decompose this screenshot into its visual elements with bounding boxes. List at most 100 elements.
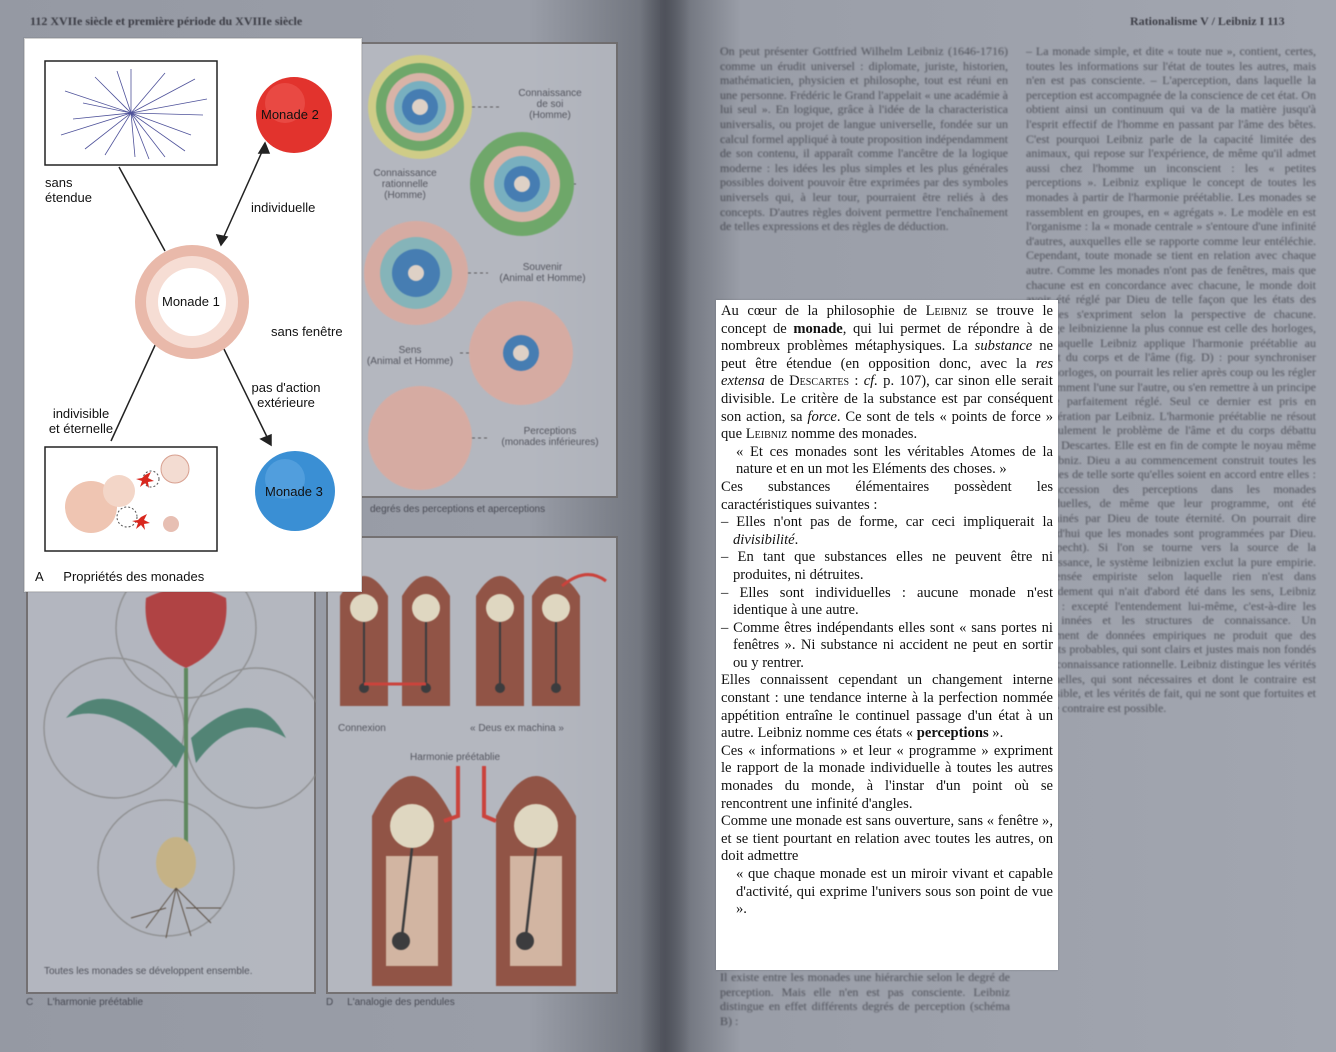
ring-label-1-line3: (Homme) — [529, 110, 571, 121]
highlighted-text-panel: Au cœur de la philosophie de Leibniz se … — [716, 300, 1058, 970]
ring-label-1-line1: Connaissance — [518, 88, 582, 99]
ring-label-2-line1: Connaissance — [373, 168, 437, 179]
clock-small-3 — [476, 576, 524, 706]
text: . — [794, 531, 799, 548]
clock-large-2 — [496, 776, 576, 986]
right-running-head: Rationalisme V / Leibniz I 113 — [1130, 14, 1285, 28]
ring-label-4: Sens (Animal et Homme) — [360, 345, 460, 367]
text: Au cœur de la philosophie de — [721, 303, 918, 319]
figure-c-caption: C L'harmonie préétablie — [26, 997, 143, 1008]
ring-label-1-line2: de soi — [536, 99, 564, 110]
ring-2 — [470, 132, 574, 236]
term-res-extensa: res extensa — [721, 355, 1053, 390]
paragraph-changement: Elles connaissent cependant un changemen… — [721, 672, 1053, 742]
ring-1 — [368, 55, 472, 159]
quote-atomes: « Et ces monades sont les véritables Ato… — [736, 443, 1053, 478]
left-running-head: 112 XVIIe siècle et première période du … — [30, 14, 303, 28]
clock-small-4 — [532, 576, 580, 706]
label-pas-action-line1: pas d'action — [251, 380, 321, 395]
text: : — [854, 373, 859, 390]
figure-c-tulip — [43, 588, 316, 939]
label-sans-fenetre: sans fenêtre — [271, 324, 343, 339]
ring-label-4-line2: (Animal et Homme) — [366, 356, 454, 367]
book-gutter — [640, 0, 690, 1052]
text: Elles connaissent cependant un changemen… — [721, 672, 1053, 742]
clock-small-2 — [402, 576, 450, 706]
list-item-individuelles: – Elles sont individuelles : aucune mona… — [721, 584, 1053, 619]
ring-label-3: Souvenir (Animal et Homme) — [485, 262, 600, 284]
text: nomme des monades. — [791, 426, 918, 443]
star-icon — [132, 472, 154, 530]
text: , qui lui permet de répondre à de nombre… — [721, 320, 1053, 355]
ring-5 — [368, 386, 472, 490]
ring-label-2-line3: (Homme) — [384, 190, 426, 201]
paragraph-ouverture: Comme une monade est sans ouverture, san… — [721, 813, 1053, 865]
quote-miroir: « que chaque monade est un miroir vivant… — [736, 866, 1053, 918]
right-page-bottom-text: Il existe entre les monades une hiérarch… — [720, 970, 1010, 1028]
ring-label-2-line2: rationnelle — [381, 179, 429, 190]
text: se trouve le concept de — [721, 303, 1053, 337]
ring-label-4-line1: Sens — [398, 345, 422, 356]
figure-a-caption-text: Propriétés des monades — [63, 569, 205, 584]
term-substance: substance — [974, 338, 1033, 355]
abbr-cf: cf. — [863, 373, 878, 390]
label-etendue: étendue — [45, 190, 92, 205]
ring-label-1: Connaissance de soi (Homme) — [495, 88, 605, 121]
figure-a-diagram — [44, 60, 335, 552]
list-item-substances: – En tant que substances elles ne peuven… — [721, 549, 1053, 583]
figure-d-caption-text: L'analogie des pendules — [347, 997, 455, 1008]
label-indivisible: indivisible et éternelle — [39, 406, 123, 436]
paragraph-informations: Ces « informations » et leur « programme… — [721, 742, 1053, 812]
term-divisibilite: divisibilité — [733, 531, 795, 548]
figure-a-panel: Monade 2 Monade 1 Monade 3 sans étendue … — [24, 38, 362, 592]
label-individuelle: individuelle — [251, 200, 316, 215]
ring-label-5-line2: (monades inférieures) — [501, 437, 599, 448]
ring-4 — [469, 301, 573, 405]
figure-d-clocks — [340, 573, 607, 986]
tulip-bulb — [156, 837, 196, 889]
figure-d-connexion: Connexion — [338, 723, 386, 734]
text: . Ce sont de tels « points de force » qu… — [721, 408, 1053, 443]
list-item-forme: – Elles n'ont pas de forme, car ceci imp… — [721, 514, 1053, 549]
name-descartes: Descartes — [789, 373, 850, 390]
tulip-leaf-left — [66, 698, 186, 768]
term-force: force — [807, 408, 837, 425]
label-monade2: Monade 2 — [261, 107, 319, 122]
starburst-icon — [60, 69, 208, 160]
ring-3 — [364, 221, 468, 325]
label-indivisible-line2: et éternelle — [48, 421, 114, 436]
label-sans: sans — [45, 175, 73, 190]
clock-large-1 — [372, 776, 452, 986]
figure-d-letter: D — [326, 997, 334, 1008]
figure-b-rings — [364, 55, 576, 490]
right-page-column-2: – La monade simple, et dite « toute nue … — [1026, 44, 1316, 715]
clock-small-1 — [340, 576, 388, 706]
label-pas-action-line2: extérieure — [257, 395, 315, 410]
label-pas-action: pas d'action extérieure — [241, 380, 331, 410]
text: ». — [992, 725, 1004, 742]
name-leibniz: Leibniz — [745, 426, 788, 443]
label-sans-etendue: sans étendue — [45, 175, 92, 205]
figure-c-caption-text: L'harmonie préétablie — [47, 997, 143, 1008]
label-monade3: Monade 3 — [265, 484, 323, 499]
right-page-column-1: On peut présenter Gottfried Wilhelm Leib… — [720, 44, 1008, 234]
term-perceptions: perceptions — [916, 725, 989, 742]
tulip-flower — [145, 588, 227, 668]
text: de — [770, 373, 784, 390]
name-leibniz: Leibniz — [925, 303, 968, 319]
figure-d-deus: « Deus ex machina » — [470, 723, 564, 734]
ring-label-5: Perceptions (monades inférieures) — [490, 426, 610, 448]
figure-d-harmonie: Harmonie préétablie — [410, 752, 501, 763]
figure-d-caption: D L'analogie des pendules — [326, 997, 455, 1008]
figure-c-note: Toutes les monades se développent ensemb… — [44, 966, 253, 977]
ring-label-5-line1: Perceptions — [523, 426, 577, 437]
text: – Elles n'ont pas de forme, car ceci imp… — [721, 514, 1053, 531]
term-monade: monade — [793, 320, 843, 337]
text: ne peut être étendue (en opposition donc… — [721, 338, 1053, 372]
figure-a-caption: A Propriétés des monades — [35, 569, 204, 584]
label-monade1: Monade 1 — [162, 294, 220, 309]
paragraph-monade-intro: Au cœur de la philosophie de Leibniz se … — [721, 303, 1053, 444]
figure-a-letter: A — [35, 569, 44, 584]
text: p. 107), car sinon elle serait divisible… — [721, 373, 1053, 425]
label-indivisible-line1: indivisible — [52, 406, 110, 421]
